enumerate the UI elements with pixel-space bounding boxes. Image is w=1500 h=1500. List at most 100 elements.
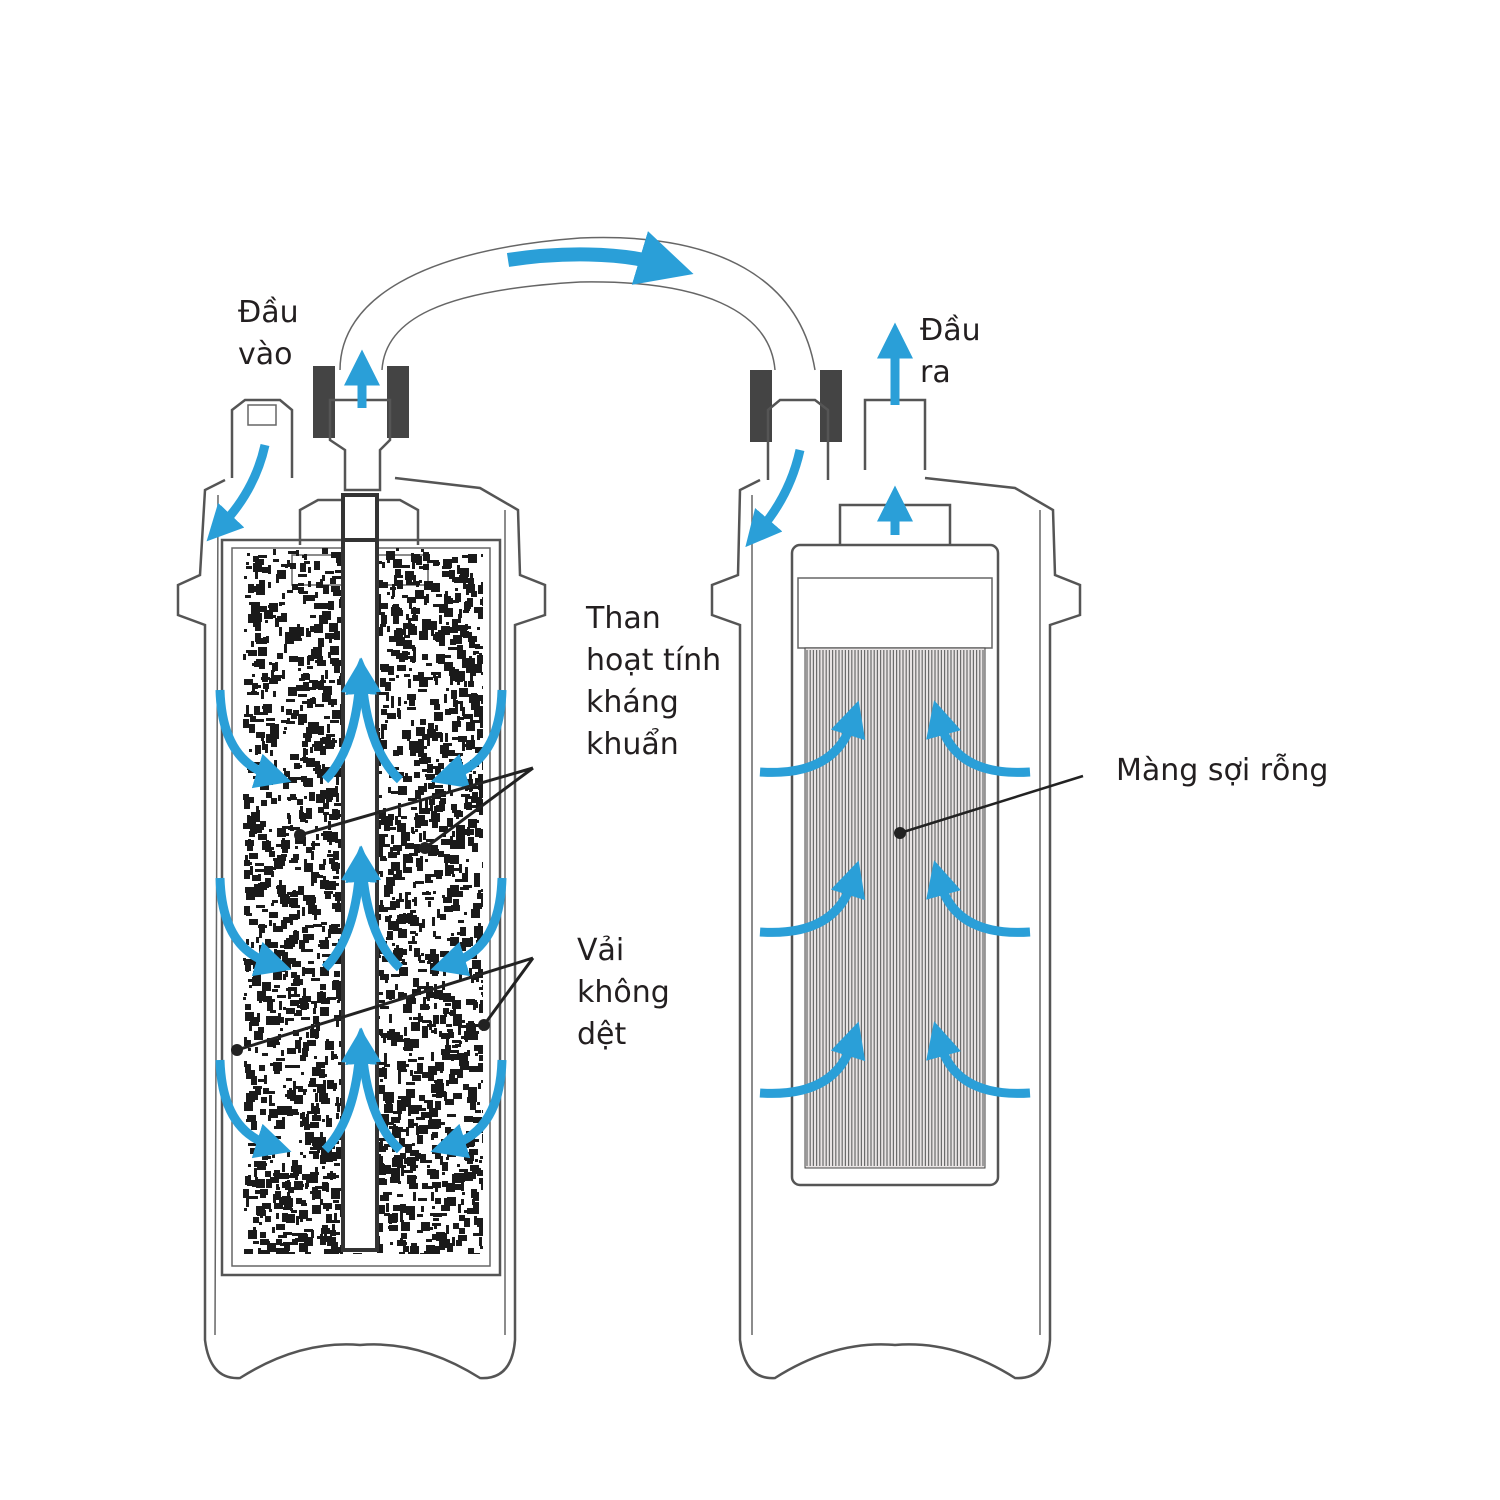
carbon-speckle (399, 967, 408, 976)
carbon-speckle (459, 609, 462, 618)
carbon-speckle (474, 932, 477, 938)
carbon-speckle (267, 1243, 276, 1252)
carbon-speckle (397, 1165, 406, 1168)
carbon-speckle (317, 743, 323, 746)
carbon-speckle (246, 862, 252, 865)
carbon-speckle (419, 808, 428, 814)
carbon-speckle (249, 724, 255, 733)
carbon-speckle (406, 1064, 409, 1067)
carbon-speckle (481, 898, 483, 907)
carbon-speckle (244, 679, 253, 685)
carbon-speckle (243, 997, 246, 1000)
carbon-speckle (389, 678, 395, 681)
carbon-speckle (327, 839, 330, 842)
carbon-speckle (273, 1173, 279, 1176)
carbon-speckle (419, 1125, 428, 1134)
carbon-speckle (477, 655, 483, 664)
carbon-speckle (449, 667, 455, 676)
carbon-speckle (451, 804, 457, 810)
carbon-speckle (307, 1111, 316, 1114)
carbon-speckle (463, 716, 472, 719)
carbon-speckle (255, 559, 264, 565)
carbon-speckle (394, 575, 403, 578)
carbon-speckle (469, 656, 472, 665)
carbon-speckle (381, 858, 387, 861)
carbon-speckle (331, 1245, 337, 1254)
carbon-speckle (470, 673, 473, 682)
carbon-speckle (380, 1146, 386, 1152)
carbon-speckle (473, 720, 482, 723)
carbon-speckle (244, 993, 247, 996)
carbon-speckle (276, 1184, 279, 1190)
carbon-speckle (435, 766, 441, 775)
carbon-speckle (308, 631, 311, 637)
carbon-speckle (249, 853, 258, 859)
carbon-speckle (336, 658, 339, 661)
carbon-speckle (249, 1022, 252, 1031)
carbon-speckle (390, 827, 396, 830)
carbon-speckle (392, 897, 395, 900)
carbon-speckle (383, 1115, 386, 1124)
carbon-speckle (336, 775, 339, 781)
carbon-speckle (277, 653, 283, 659)
carbon-speckle (326, 1118, 332, 1127)
carbon-speckle (246, 913, 252, 916)
carbon-speckle (398, 993, 407, 999)
carbon-speckle (441, 626, 450, 635)
carbon-speckle (276, 1213, 279, 1219)
carbon-speckle (282, 593, 285, 599)
carbon-speckle (331, 552, 334, 558)
carbon-speckle (329, 1236, 332, 1245)
carbon-speckle (250, 586, 259, 592)
carbon-speckle (291, 1166, 297, 1172)
carbon-speckle (462, 555, 468, 558)
carbon-speckle (442, 655, 451, 658)
carbon-speckle (277, 1106, 286, 1115)
carbon-speckle (316, 872, 319, 875)
carbon-speckle (286, 709, 292, 715)
carbon-speckle (323, 1176, 329, 1179)
carbon-speckle (353, 1253, 362, 1254)
carbon-speckle (452, 831, 455, 837)
carbon-speckle (411, 554, 417, 557)
carbon-speckle (295, 846, 298, 849)
carbon-speckle (245, 1012, 254, 1021)
carbon-speckle (323, 803, 329, 809)
carbon-speckle (269, 662, 272, 665)
carbon-speckle (304, 561, 310, 564)
leader-lines (231, 766, 1084, 1056)
carbon-speckle (273, 691, 276, 697)
carbon-speckle (393, 1111, 402, 1114)
carbon-speckle (260, 882, 269, 888)
carbon-speckle (287, 896, 290, 899)
carbon-speckle (409, 1211, 415, 1220)
carbon-speckle (258, 1079, 267, 1082)
carbon-speckle (422, 1020, 431, 1023)
carbon-speckle (472, 843, 478, 852)
carbon-speckle (439, 615, 442, 624)
carbon-speckle (272, 989, 278, 992)
carbon-speckle (422, 892, 431, 895)
carbon-speckle (285, 1019, 288, 1025)
carbon-speckle (286, 721, 295, 724)
carbon-speckle (471, 591, 477, 597)
carbon-speckle (421, 953, 424, 956)
carbon-speckle (279, 1197, 282, 1203)
carbon-speckle (299, 1140, 302, 1143)
carbon-speckle (407, 1157, 416, 1166)
carbon-speckle (455, 879, 464, 882)
carbon-speckle (282, 1163, 285, 1172)
carbon-speckle (428, 1066, 437, 1075)
carbon-speckle (425, 859, 428, 862)
carbon-speckle (254, 1168, 257, 1177)
carbon-speckle (328, 652, 331, 658)
carbon-speckle (248, 959, 254, 965)
carbon-speckle (244, 576, 247, 579)
carbon-speckle (396, 899, 402, 902)
carbon-speckle (451, 933, 454, 936)
carbon-speckle (473, 1192, 479, 1201)
carbon-speckle (276, 1239, 282, 1245)
carbon-speckle (307, 869, 310, 872)
carbon-speckle (259, 1222, 262, 1225)
carbon-speckle (415, 933, 418, 936)
